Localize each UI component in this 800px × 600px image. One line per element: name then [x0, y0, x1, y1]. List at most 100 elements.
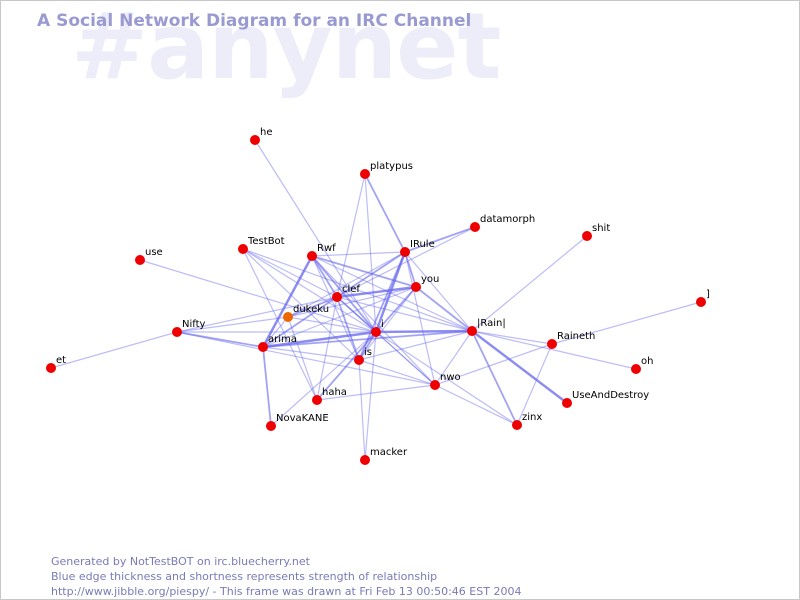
node-label: clef [342, 284, 360, 295]
edge-clef-haha [316, 296, 338, 401]
edge-Rwf-is [311, 255, 360, 361]
edge-Raineth-zinx [516, 343, 553, 426]
node-dot [332, 292, 342, 302]
node-label: shit [592, 223, 610, 234]
edge-Rain-zinx [471, 330, 518, 426]
node-label: platypus [370, 161, 413, 172]
node-i: i [371, 319, 384, 337]
edge-Rain-Raineth [471, 330, 553, 345]
edge-datamorph-IRule [404, 226, 476, 253]
node-label: et [56, 355, 66, 366]
edge-TestBot-Rain [242, 248, 473, 332]
node-is: is [354, 347, 372, 365]
node-dot [307, 251, 317, 261]
edge-IRule-you [404, 251, 417, 288]
edge-Rwf-IRule [311, 251, 406, 257]
footer-generated-by: Generated by NotTestBOT on irc.bluecherr… [51, 555, 310, 568]
node-label: Raineth [557, 331, 595, 342]
node-Raineth: Raineth [547, 331, 595, 349]
edge-i-Rain [375, 329, 473, 334]
node-dot [470, 222, 480, 232]
node-label: i [381, 319, 384, 330]
node-dukeku: dukeku [283, 304, 329, 322]
node-NovaKANE: NovaKANE [266, 413, 329, 431]
node-dot [46, 363, 56, 373]
footer-legend-note: Blue edge thickness and shortness repres… [51, 570, 438, 583]
node-dot [467, 326, 477, 336]
edge-dukeku-i [287, 316, 377, 333]
node-use: use [135, 247, 163, 265]
node-haha: haha [312, 387, 347, 405]
edge-nwo-haha [316, 384, 436, 401]
edge-Rain-nwo [434, 330, 473, 386]
edge-i-nwo [375, 331, 436, 386]
edge-i-macker [364, 331, 377, 461]
node-label: arima [268, 334, 297, 345]
edge-Rwf-you [311, 255, 417, 288]
node-Nifty: Nifty [172, 319, 206, 337]
footer-url-timestamp: http://www.jibble.org/piespy/ - This fra… [51, 585, 522, 598]
node-UseAndDestroy: UseAndDestroy [562, 390, 649, 408]
node-label: IRule [410, 239, 435, 250]
node-label: dukeku [293, 304, 329, 315]
node-label: |Rain| [477, 318, 506, 329]
node-dot [696, 297, 706, 307]
edge-Nifty-nwo [176, 331, 436, 386]
edge-clef-nwo [336, 296, 436, 386]
node-label: Nifty [182, 319, 206, 330]
node-arima: arima [258, 334, 297, 352]
node-label: NovaKANE [276, 413, 329, 424]
node-label: Rwf [317, 243, 336, 254]
edge-IRule-Rain [404, 251, 473, 332]
node-macker: macker [360, 447, 408, 465]
node-label: macker [370, 447, 408, 458]
edge-arima-i [262, 330, 377, 349]
edge-Rain-UseAndDestroy [471, 330, 568, 404]
node-TestBot: TestBot [238, 236, 285, 254]
edge-i-is [358, 331, 377, 361]
edge-TestBot-i [242, 248, 377, 333]
edge-datamorph-clef [336, 226, 476, 298]
edge-platypus-clef [336, 173, 366, 298]
edge-arima-Rain [262, 330, 473, 348]
node-clef: clef [332, 284, 360, 302]
edge-IRule-nwo [404, 251, 436, 386]
edge-dukeku-Nifty [176, 316, 289, 333]
node-dot [354, 355, 364, 365]
node-label: is [364, 347, 372, 358]
node-shit: shit [582, 223, 610, 241]
node-Rwf: Rwf [307, 243, 336, 261]
node-nwo: nwo [430, 372, 461, 390]
node-dot [312, 395, 322, 405]
node-dot [360, 169, 370, 179]
node-et: et [46, 355, 66, 373]
edge-you-Rain [415, 286, 473, 332]
edge-clef-Nifty [176, 296, 338, 333]
node-dot [250, 135, 260, 145]
edge-Rain-is [358, 330, 473, 361]
node-dot [562, 398, 572, 408]
edge-is-macker [358, 359, 366, 461]
node-dot [266, 421, 276, 431]
edge-et-Nifty [50, 331, 178, 369]
edge-platypus-IRule [364, 173, 406, 253]
node-label: nwo [440, 372, 461, 383]
node-label: zinx [522, 412, 542, 423]
diagram-title: A Social Network Diagram for an IRC Chan… [37, 11, 472, 31]
node-label: UseAndDestroy [572, 390, 649, 401]
node-dot [512, 420, 522, 430]
edge-shit-Rain [471, 235, 588, 332]
node-dot [238, 244, 248, 254]
node-dot [360, 455, 370, 465]
node-dot [135, 255, 145, 265]
node-dot [371, 327, 381, 337]
edge-Rain-oh [471, 330, 637, 370]
edge-IRule-clef [336, 251, 406, 298]
edge-Rwf-arima [261, 255, 314, 348]
edge-clef-i [336, 296, 377, 333]
node-IRule: IRule [400, 239, 435, 257]
edge-you-dukeku [287, 286, 417, 318]
node-dot [430, 380, 440, 390]
